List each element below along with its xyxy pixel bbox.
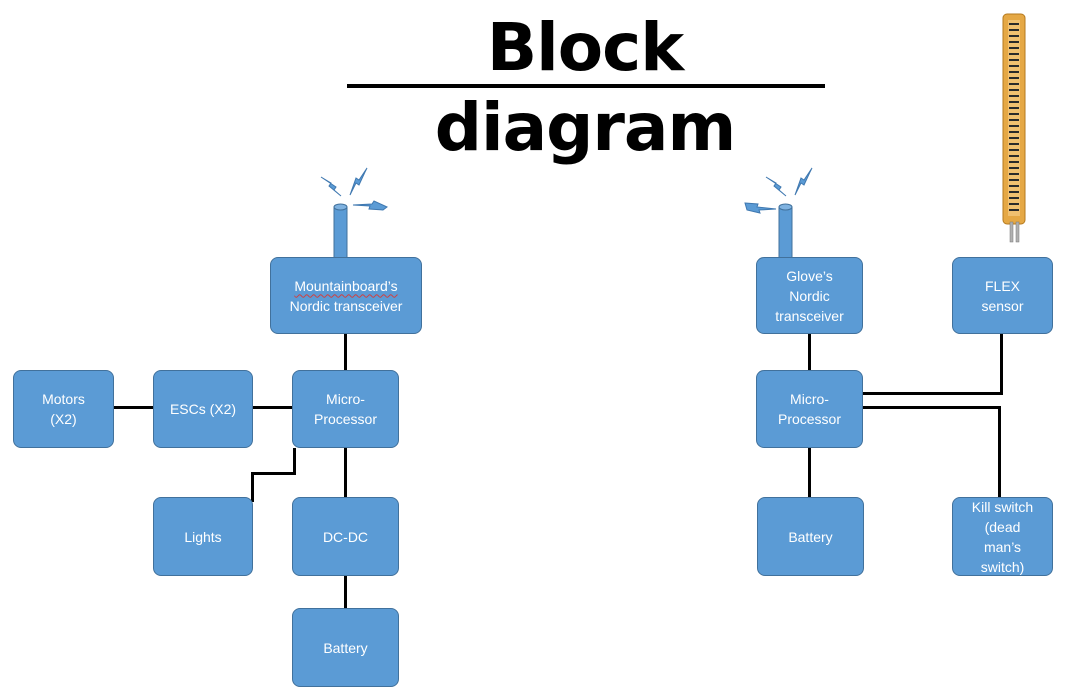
connector-micro-kill — [863, 406, 1001, 409]
transceiver-desc-label: Nordic transceiver — [289, 297, 403, 314]
connector-micro-kill — [998, 406, 1001, 497]
wireless-antenna-icon — [333, 203, 348, 259]
flex-sensor-block: FLEX sensor — [952, 257, 1053, 334]
glove-microprocessor-label-2: Processor — [777, 411, 842, 427]
kill-switch-block: Kill switch (dead man’s switch) — [952, 497, 1053, 576]
escs-label: ESCs (X2) — [169, 401, 237, 417]
lightning-signal-icon — [744, 167, 813, 214]
mountainboard-battery-block: Battery — [292, 608, 399, 687]
connector-micro-lights — [251, 472, 254, 502]
connector-glove-transceiver-micro — [808, 334, 811, 370]
kill-label-1: Kill switch — [971, 498, 1034, 515]
diagram-title: Block diagram — [434, 9, 737, 166]
kill-label-2: (dead — [984, 518, 1021, 535]
microprocessor-label-2: Processor — [313, 411, 378, 427]
glove-microprocessor-label-1: Micro- — [790, 391, 829, 407]
glove-transceiver-label-1: Glove’s — [786, 267, 833, 284]
flex-label-2: sensor — [981, 297, 1024, 314]
motors-label-1: Motors — [42, 391, 85, 407]
microprocessor-label-1: Micro- — [326, 391, 365, 407]
connector-escs-micro — [253, 406, 293, 409]
glove-battery-label: Battery — [788, 528, 833, 545]
flex-sensor-icon — [1002, 13, 1026, 243]
connector-micro-dcdc — [344, 448, 347, 497]
glove-transceiver-block: Glove’s Nordic transceiver — [756, 257, 863, 334]
dcdc-block: DC-DC — [292, 497, 399, 576]
glove-microprocessor-block: Micro- Processor — [756, 370, 863, 448]
connector-micro-lights — [251, 472, 296, 475]
glove-battery-block: Battery — [757, 497, 864, 576]
lights-block: Lights — [153, 497, 253, 576]
connector-motors-escs — [114, 406, 154, 409]
dcdc-label: DC-DC — [322, 528, 369, 545]
battery-label: Battery — [323, 639, 368, 656]
connector-micro-flex — [863, 392, 1003, 395]
lightning-signal-icon — [320, 167, 388, 211]
connector-micro-lights — [293, 448, 296, 474]
flex-label-1: FLEX — [984, 277, 1020, 294]
glove-transceiver-label-3: transceiver — [775, 307, 844, 324]
transceiver-name-label: Mountainboard’s — [294, 277, 398, 294]
motors-block: Motors (X2) — [13, 370, 114, 448]
connector-transceiver-micro — [344, 334, 347, 370]
glove-transceiver-label-2: Nordic — [789, 287, 830, 304]
wireless-antenna-icon — [778, 203, 793, 259]
lights-label: Lights — [184, 528, 222, 545]
connector-glove-micro-battery — [808, 448, 811, 497]
kill-label-3: man’s — [983, 538, 1022, 555]
microprocessor-block: Micro- Processor — [292, 370, 399, 448]
connector-micro-flex — [1000, 334, 1003, 395]
connector-dcdc-battery — [344, 576, 347, 609]
motors-label-2: (X2) — [50, 411, 77, 427]
mountainboard-transceiver-block: Mountainboard’s Nordic transceiver — [270, 257, 422, 334]
escs-block: ESCs (X2) — [153, 370, 253, 448]
title-underline — [347, 84, 825, 88]
kill-label-4: switch) — [980, 558, 1025, 575]
